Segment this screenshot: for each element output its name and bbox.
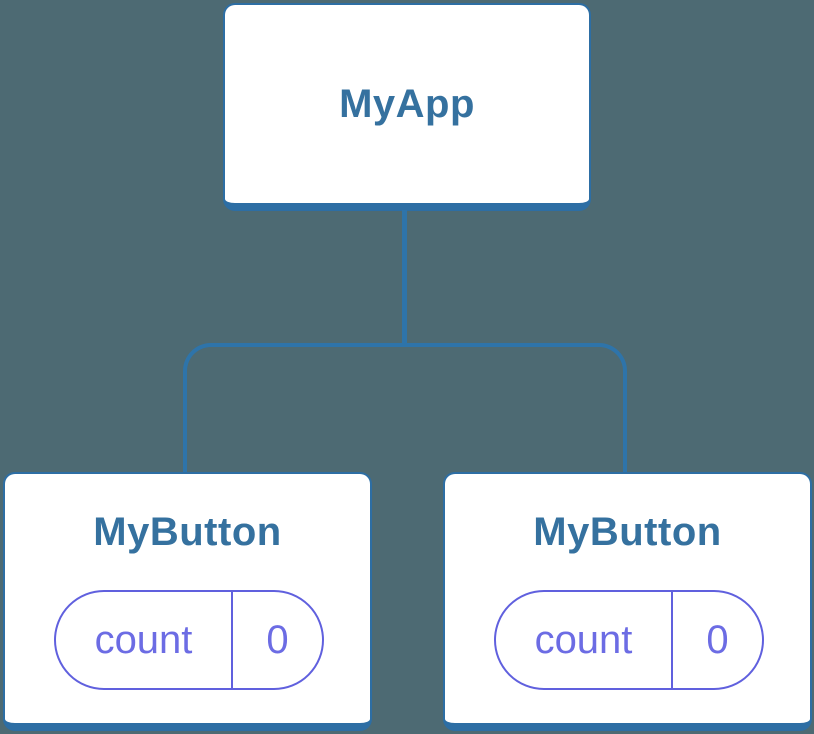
child-component-label: MyButton: [533, 510, 722, 554]
connector-stem: [402, 210, 407, 344]
state-key: count: [496, 592, 673, 688]
state-key: count: [56, 592, 233, 688]
state-value: 0: [706, 617, 729, 662]
state-value: 0: [266, 617, 289, 662]
state-pill: count 0: [494, 590, 764, 690]
root-component-node: MyApp: [223, 3, 591, 211]
child-component-label: MyButton: [93, 510, 282, 554]
child-component-node-1: MyButton count 0: [3, 472, 372, 731]
state-pill: count 0: [54, 590, 324, 690]
root-component-label: MyApp: [339, 81, 475, 126]
child-component-node-2: MyButton count 0: [443, 472, 812, 731]
connector-bracket: [183, 343, 627, 472]
